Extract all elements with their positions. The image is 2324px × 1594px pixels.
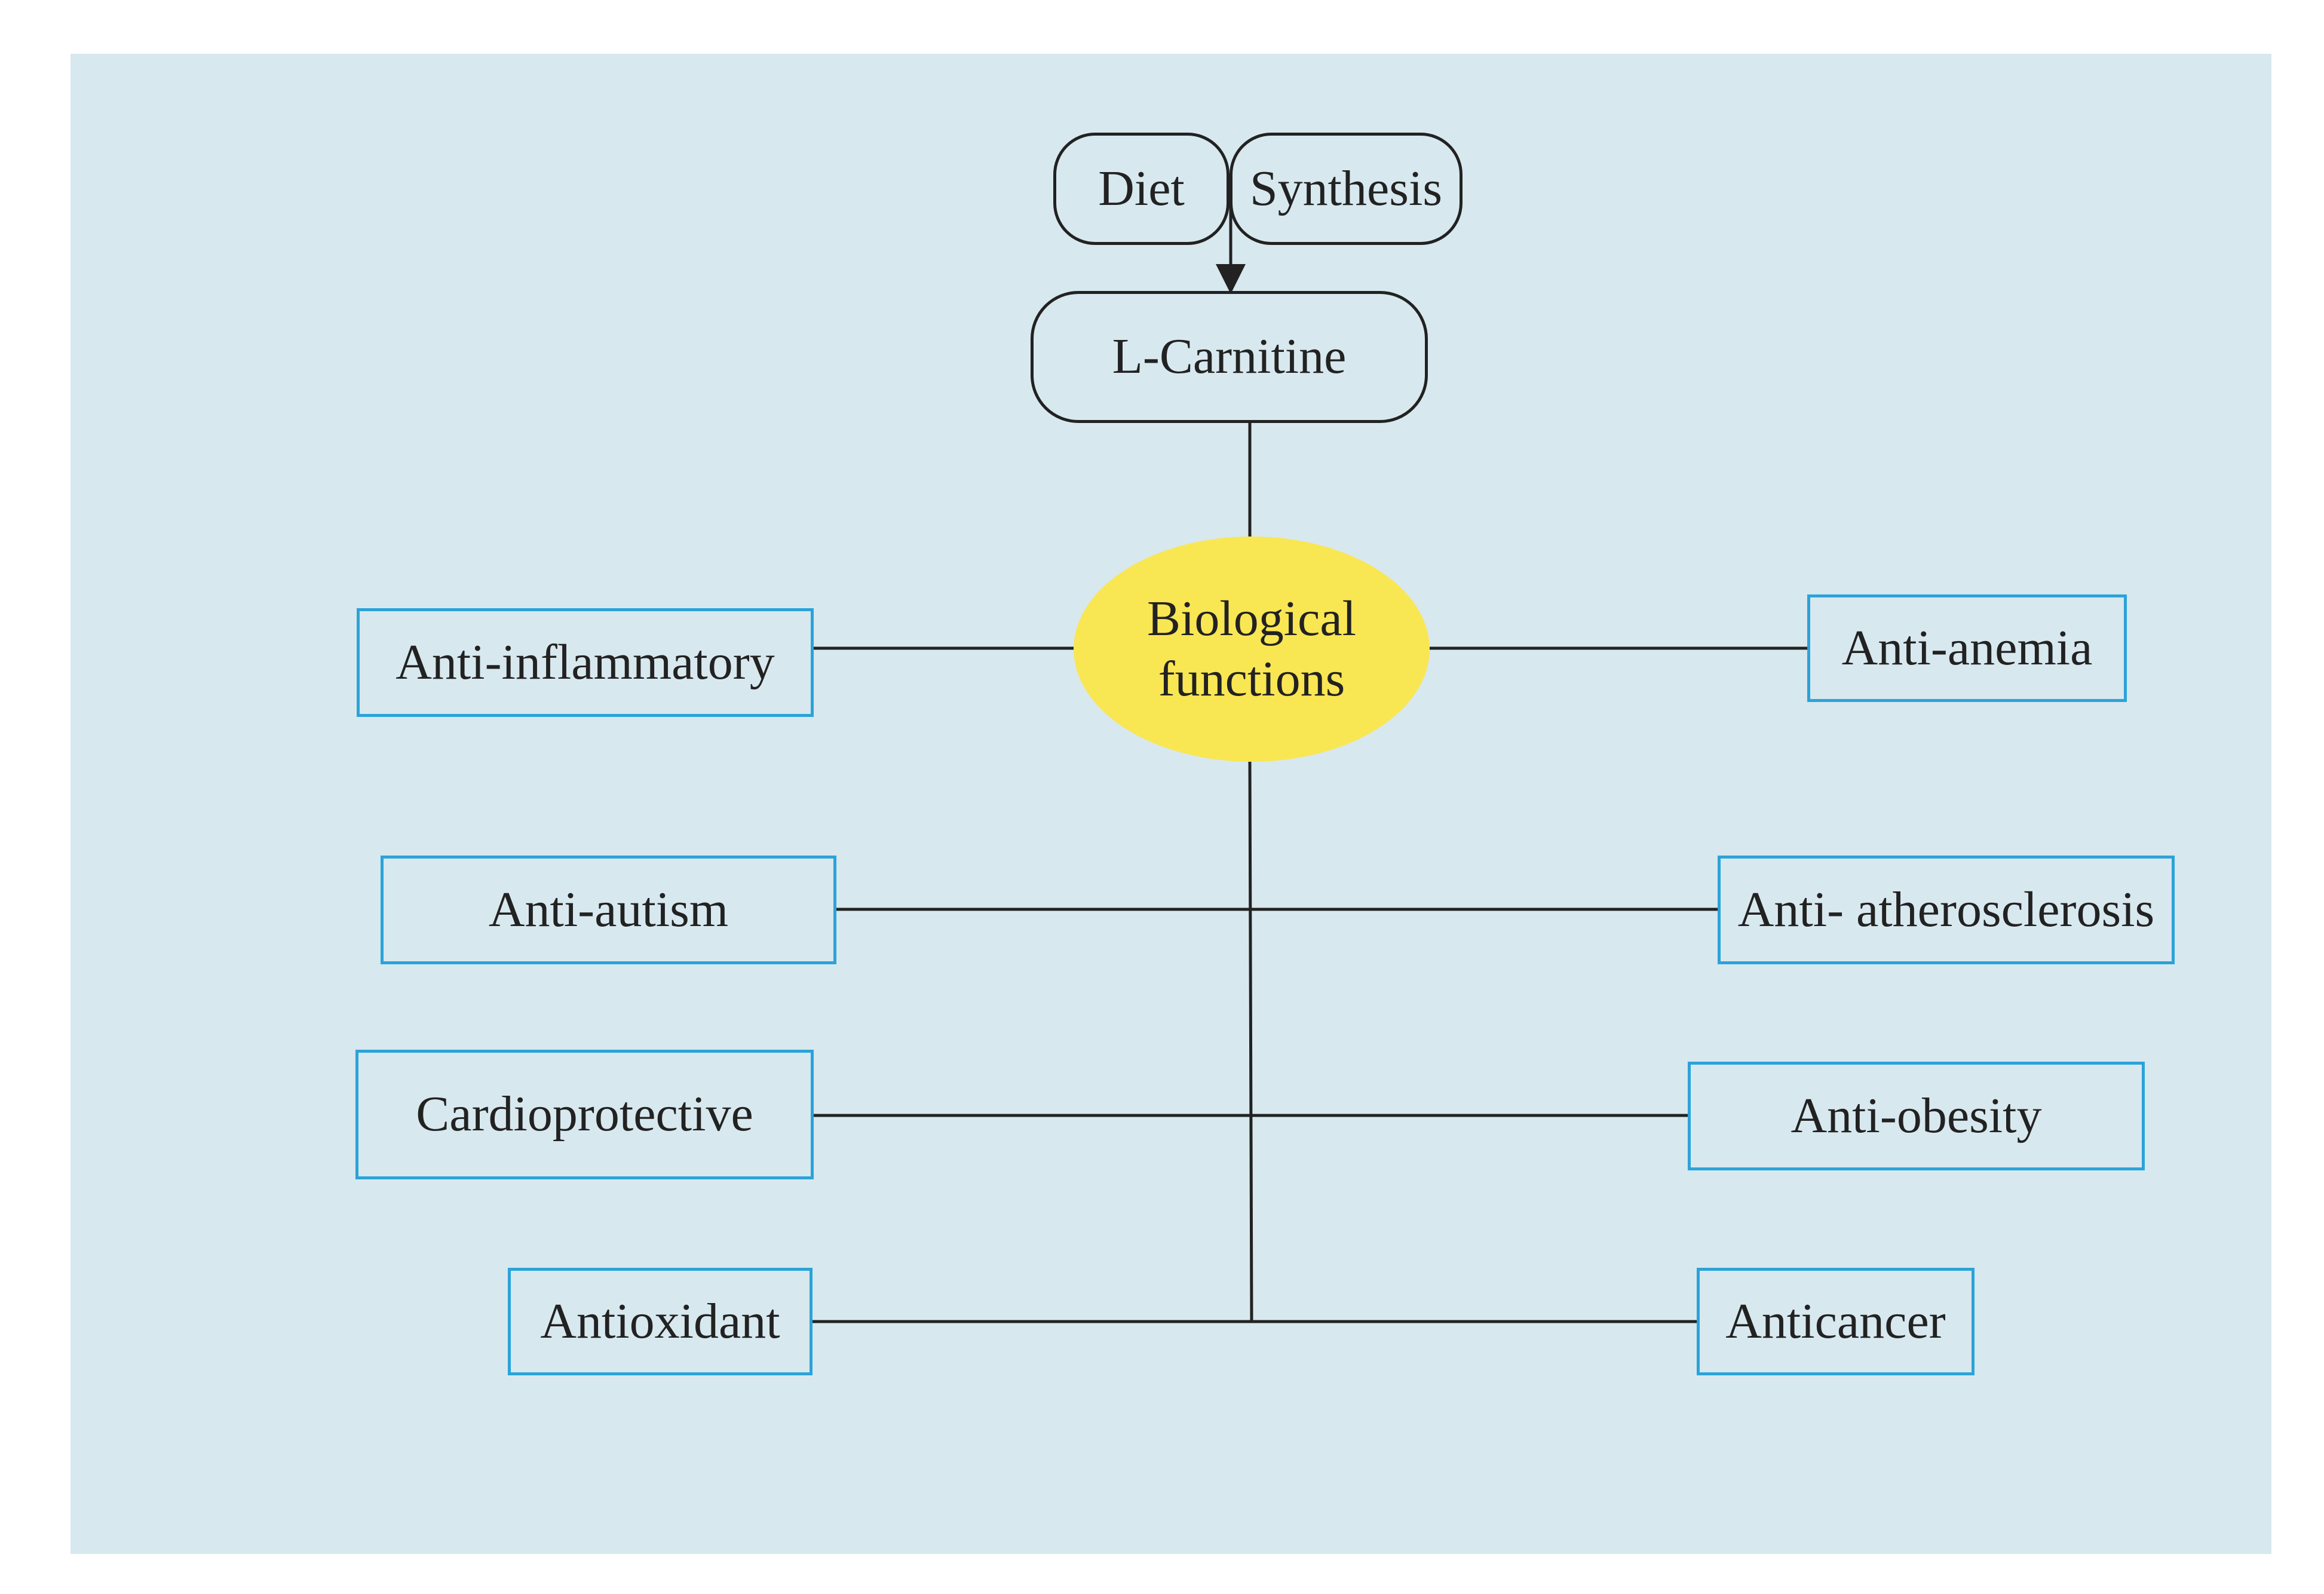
diet-node: Diet bbox=[1053, 133, 1230, 245]
function-label: Antioxidant bbox=[540, 1293, 780, 1349]
synthesis-node: Synthesis bbox=[1230, 133, 1463, 245]
function-node-anti-inflammatory: Anti-inflammatory bbox=[357, 608, 814, 717]
function-label: Anti-obesity bbox=[1790, 1087, 2042, 1144]
synthesis-label: Synthesis bbox=[1249, 160, 1443, 216]
function-node-anti-obesity: Anti-obesity bbox=[1688, 1062, 2145, 1170]
function-node-anticancer: Anticancer bbox=[1697, 1268, 1975, 1375]
function-node-anti-autism: Anti-autism bbox=[381, 856, 836, 964]
function-label: Anticancer bbox=[1725, 1293, 1946, 1349]
l-carnitine-label: L-Carnitine bbox=[1112, 329, 1347, 385]
function-label: Anti-inflammatory bbox=[395, 634, 775, 690]
function-label: Cardioprotective bbox=[416, 1086, 753, 1142]
biological-functions-node: Biological functions bbox=[1074, 537, 1430, 762]
hub-label-line1: Biological bbox=[1147, 590, 1356, 646]
function-label: Anti- atherosclerosis bbox=[1737, 881, 2155, 937]
diet-label: Diet bbox=[1098, 160, 1185, 216]
function-label: Anti-anemia bbox=[1841, 620, 2093, 676]
diagram-panel bbox=[70, 54, 2271, 1554]
function-node-antioxidant: Antioxidant bbox=[508, 1268, 813, 1375]
hub-label-line2: functions bbox=[1158, 651, 1345, 707]
l-carnitine-node: L-Carnitine bbox=[1031, 291, 1428, 423]
function-node-anti-atherosclerosis: Anti- atherosclerosis bbox=[1718, 856, 2175, 964]
function-node-anti-anemia: Anti-anemia bbox=[1807, 594, 2127, 702]
function-label: Anti-autism bbox=[488, 881, 729, 937]
function-node-cardioprotective: Cardioprotective bbox=[355, 1050, 814, 1179]
